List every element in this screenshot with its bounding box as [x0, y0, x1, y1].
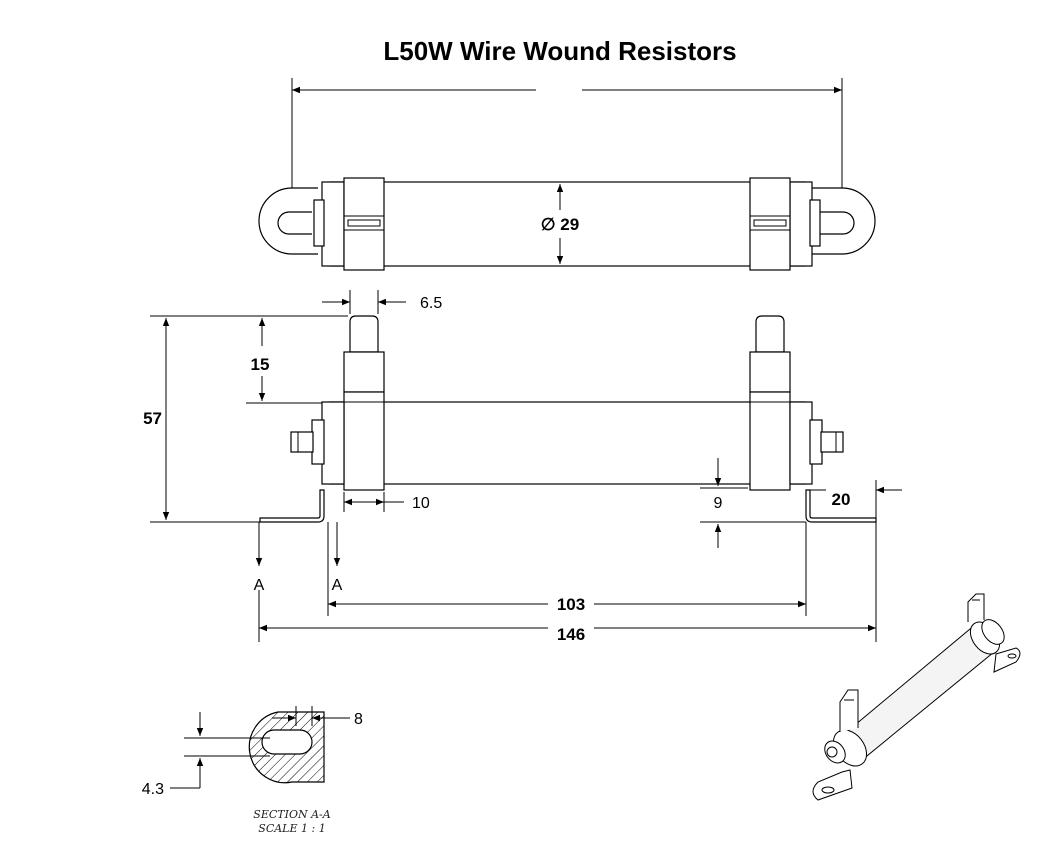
drawing-title: L50W Wire Wound Resistors [383, 36, 736, 66]
isometric-view [812, 593, 1021, 801]
tab-width-dimension: 6.5 [420, 295, 442, 312]
diameter-dimension: ∅ 29 [541, 215, 579, 234]
section-caption-title: SECTION A-A [253, 808, 330, 821]
slot-width-dimension: 8 [354, 711, 363, 728]
clamp-width-dimension: 10 [412, 495, 430, 512]
section-a-a: 8 4.3 SECTION A-A SCALE 1 : 1 [142, 706, 363, 835]
mount-pitch-dimension: 103 [557, 595, 585, 614]
section-marker-right: A [332, 577, 343, 594]
section-marker-left: A [254, 577, 265, 594]
overall-length-dimension: 146 [557, 625, 585, 644]
total-height-dimension: 57 [143, 409, 162, 428]
front-view: 6.5 57 15 10 9 20 A A [143, 290, 902, 644]
tab-height-dimension: 15 [251, 355, 270, 374]
section-caption-scale: SCALE 1 : 1 [258, 822, 325, 835]
top-view: ∅ 29 [258, 78, 876, 271]
slot-height-dimension: 4.3 [142, 781, 164, 798]
foot-length-dimension: 20 [832, 490, 851, 509]
base-offset-dimension: 9 [714, 495, 723, 512]
